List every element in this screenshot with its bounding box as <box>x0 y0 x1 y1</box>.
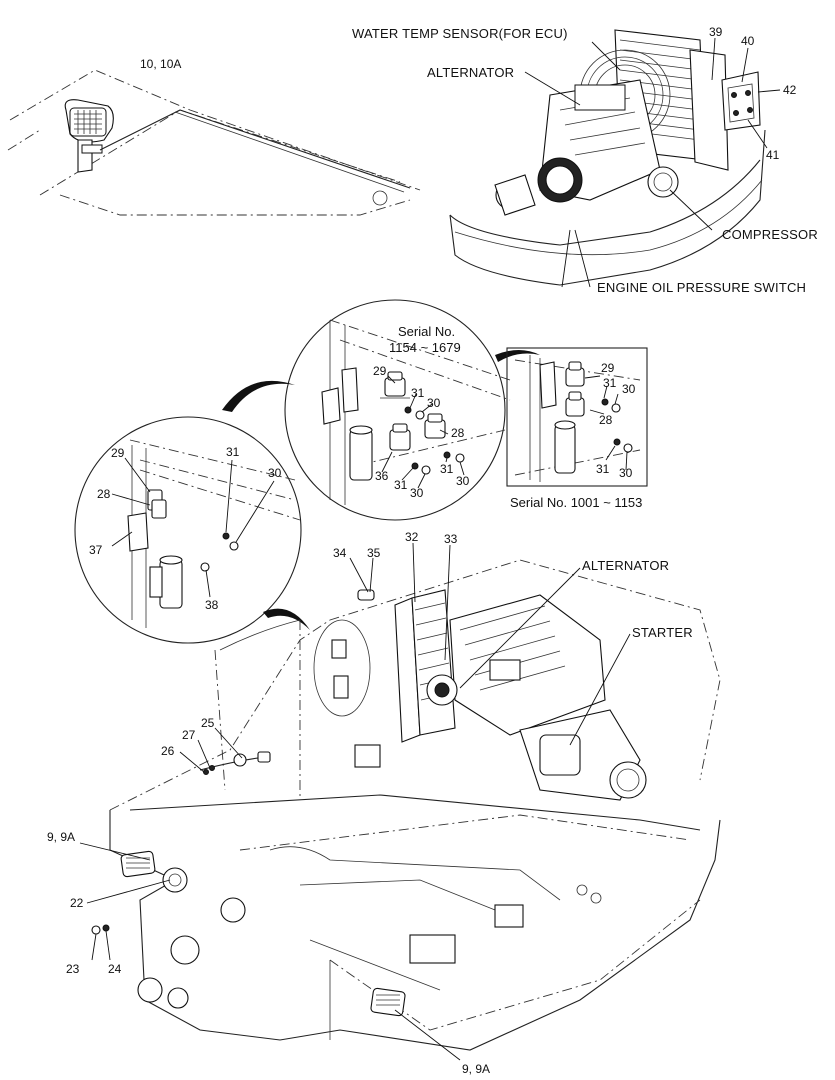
relay-28-circle <box>424 413 446 439</box>
detail-box-serial-1001-1153 <box>506 347 648 487</box>
callout-22: 22 <box>70 896 84 910</box>
callout-29-left: 29 <box>111 446 125 460</box>
callout-9-9a-rear: 9, 9A <box>462 1062 491 1076</box>
callout-35: 35 <box>367 546 381 560</box>
callout-36-circle: 36 <box>375 469 389 483</box>
callout-31c-circle: 31 <box>440 462 454 476</box>
label-alternator-top: ALTERNATOR <box>427 65 515 80</box>
label-engine-oil-pressure-switch: ENGINE OIL PRESSURE SWITCH <box>597 280 807 295</box>
callout-31b-circle: 31 <box>394 478 408 492</box>
callout-30-box: 30 <box>622 382 636 396</box>
callout-9-9a-front: 9, 9A <box>47 830 76 844</box>
callout-31b-box: 31 <box>596 462 610 476</box>
engine-assembly-view <box>449 29 781 288</box>
callout-41: 41 <box>766 148 780 162</box>
callout-25: 25 <box>201 716 215 730</box>
callout-23: 23 <box>66 962 80 976</box>
callout-29-box: 29 <box>601 361 615 375</box>
callout-31-left: 31 <box>226 445 240 459</box>
callout-33: 33 <box>444 532 458 546</box>
callout-38-left: 38 <box>205 598 219 612</box>
callout-30c-circle: 30 <box>456 474 470 488</box>
callout-29-circle: 29 <box>373 364 387 378</box>
callout-31-box: 31 <box>603 376 617 390</box>
label-starter: STARTER <box>632 625 693 640</box>
label-serial-a-range: 1154 ~ 1679 <box>389 340 461 355</box>
label-water-temp-sensor: WATER TEMP SENSOR(FOR ECU) <box>352 26 568 41</box>
callout-30b-box: 30 <box>619 466 633 480</box>
callout-30-circle: 30 <box>427 396 441 410</box>
callout-42: 42 <box>783 83 797 97</box>
callout-24: 24 <box>108 962 122 976</box>
callout-28-left: 28 <box>97 487 111 501</box>
upper-frame-main-view <box>79 542 721 1061</box>
label-compressor: COMPRESSOR <box>722 227 818 242</box>
callout-37-left: 37 <box>89 543 103 557</box>
callout-10-10a: 10, 10A <box>140 57 182 71</box>
label-serial-b: Serial No. 1001 ~ 1153 <box>510 495 643 510</box>
label-serial-a: Serial No. <box>398 324 456 339</box>
callout-32: 32 <box>405 530 419 544</box>
callout-27: 27 <box>182 728 196 742</box>
callout-30b-circle: 30 <box>410 486 424 500</box>
callout-30-left: 30 <box>268 466 282 480</box>
boom-work-lamp-view <box>7 69 421 216</box>
callout-28-box: 28 <box>599 413 613 427</box>
label-alternator-bottom: ALTERNATOR <box>582 558 670 573</box>
callout-34: 34 <box>333 546 347 560</box>
callout-31-circle: 31 <box>411 386 425 400</box>
callout-39: 39 <box>709 25 723 39</box>
work-lamp-top <box>64 99 181 173</box>
detail-circle-serial-1154-1679 <box>222 299 540 521</box>
detail-circle-left <box>74 416 310 644</box>
callout-28-circle: 28 <box>451 426 465 440</box>
callout-26: 26 <box>161 744 175 758</box>
work-lamp-rear <box>370 987 406 1017</box>
relay-36-circle <box>389 423 411 451</box>
callout-40: 40 <box>741 34 755 48</box>
work-lamp-front <box>120 850 156 878</box>
